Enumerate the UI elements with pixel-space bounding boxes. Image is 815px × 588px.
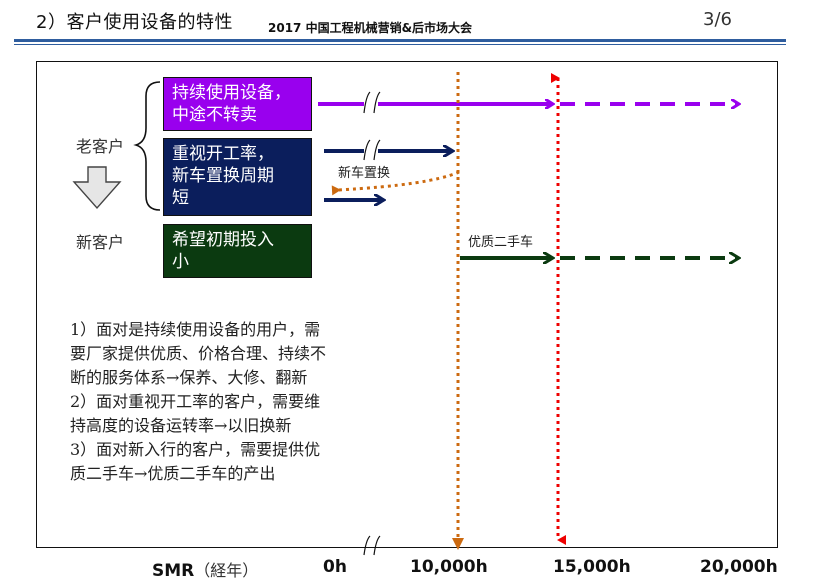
- axis-tick-20000h: 20,000h: [700, 557, 778, 577]
- conference-name: 2017 中国工程机械营销&后市场大会: [268, 21, 473, 35]
- note-line: 质二手车→优质二手车的产出: [70, 464, 276, 483]
- quality-used-label: 优质二手车: [468, 235, 534, 250]
- axis-break-mark: [363, 535, 381, 556]
- diagram-frame: [36, 61, 778, 548]
- axis-tick-0h: 0h: [323, 557, 347, 577]
- new-replace-label: 新车置换: [338, 166, 391, 181]
- note-line: 1）面对是持续使用设备的用户，需: [70, 320, 321, 339]
- axis-title: SMR（経年）: [152, 557, 258, 581]
- brace-shape: [133, 81, 161, 211]
- axis-label-text: SMR: [152, 561, 195, 581]
- page-number: 3/6: [703, 9, 732, 30]
- orange-return-curve: [331, 170, 460, 196]
- axis-tick-15000h: 15,000h: [553, 557, 631, 577]
- break-mark-navy: [363, 139, 381, 161]
- header-rule-thick: [14, 39, 786, 42]
- box-low-initial-investment: 希望初期投入 小: [163, 224, 312, 278]
- break-mark-purple: [363, 91, 381, 114]
- note-line: 要厂家提供优质、价格合理、持续不: [70, 344, 327, 363]
- note-line: 持高度的设备运转率→以旧换新: [70, 416, 292, 435]
- box-line: 短: [172, 188, 189, 208]
- header-rule-thin: [14, 44, 786, 45]
- note-line: 3）面对新入行的客户，需要提供优: [70, 440, 321, 459]
- orange-vline-head: [452, 538, 464, 550]
- notes-text: 1）面对是持续使用设备的用户，需 要厂家提供优质、价格合理、持续不 断的服务体系…: [70, 318, 400, 486]
- page-title: 2）客户使用设备的特性: [36, 12, 233, 33]
- box-line: 新车置换周期: [172, 166, 274, 186]
- note-line: 断的服务体系→保养、大修、翻新: [70, 368, 308, 387]
- box-utilization: 重视开工率， 新车置换周期 短: [163, 138, 312, 216]
- axis-unit-text: （経年）: [194, 561, 259, 580]
- box-line: 希望初期投入: [172, 230, 274, 250]
- box-line: 重视开工率，: [172, 144, 274, 164]
- new-customer-label: 新客户: [76, 233, 125, 252]
- old-customer-label: 老客户: [76, 137, 125, 156]
- note-line: 2）面对重视开工率的客户，需要维: [70, 392, 321, 411]
- box-line: 小: [172, 252, 189, 272]
- box-line: 持续使用设备，: [172, 83, 291, 103]
- axis-tick-10000h: 10,000h: [410, 557, 488, 577]
- box-continuous-use: 持续使用设备， 中途不转卖: [163, 77, 312, 131]
- box-line: 中途不转卖: [172, 105, 257, 125]
- down-arrow-icon: [72, 166, 122, 210]
